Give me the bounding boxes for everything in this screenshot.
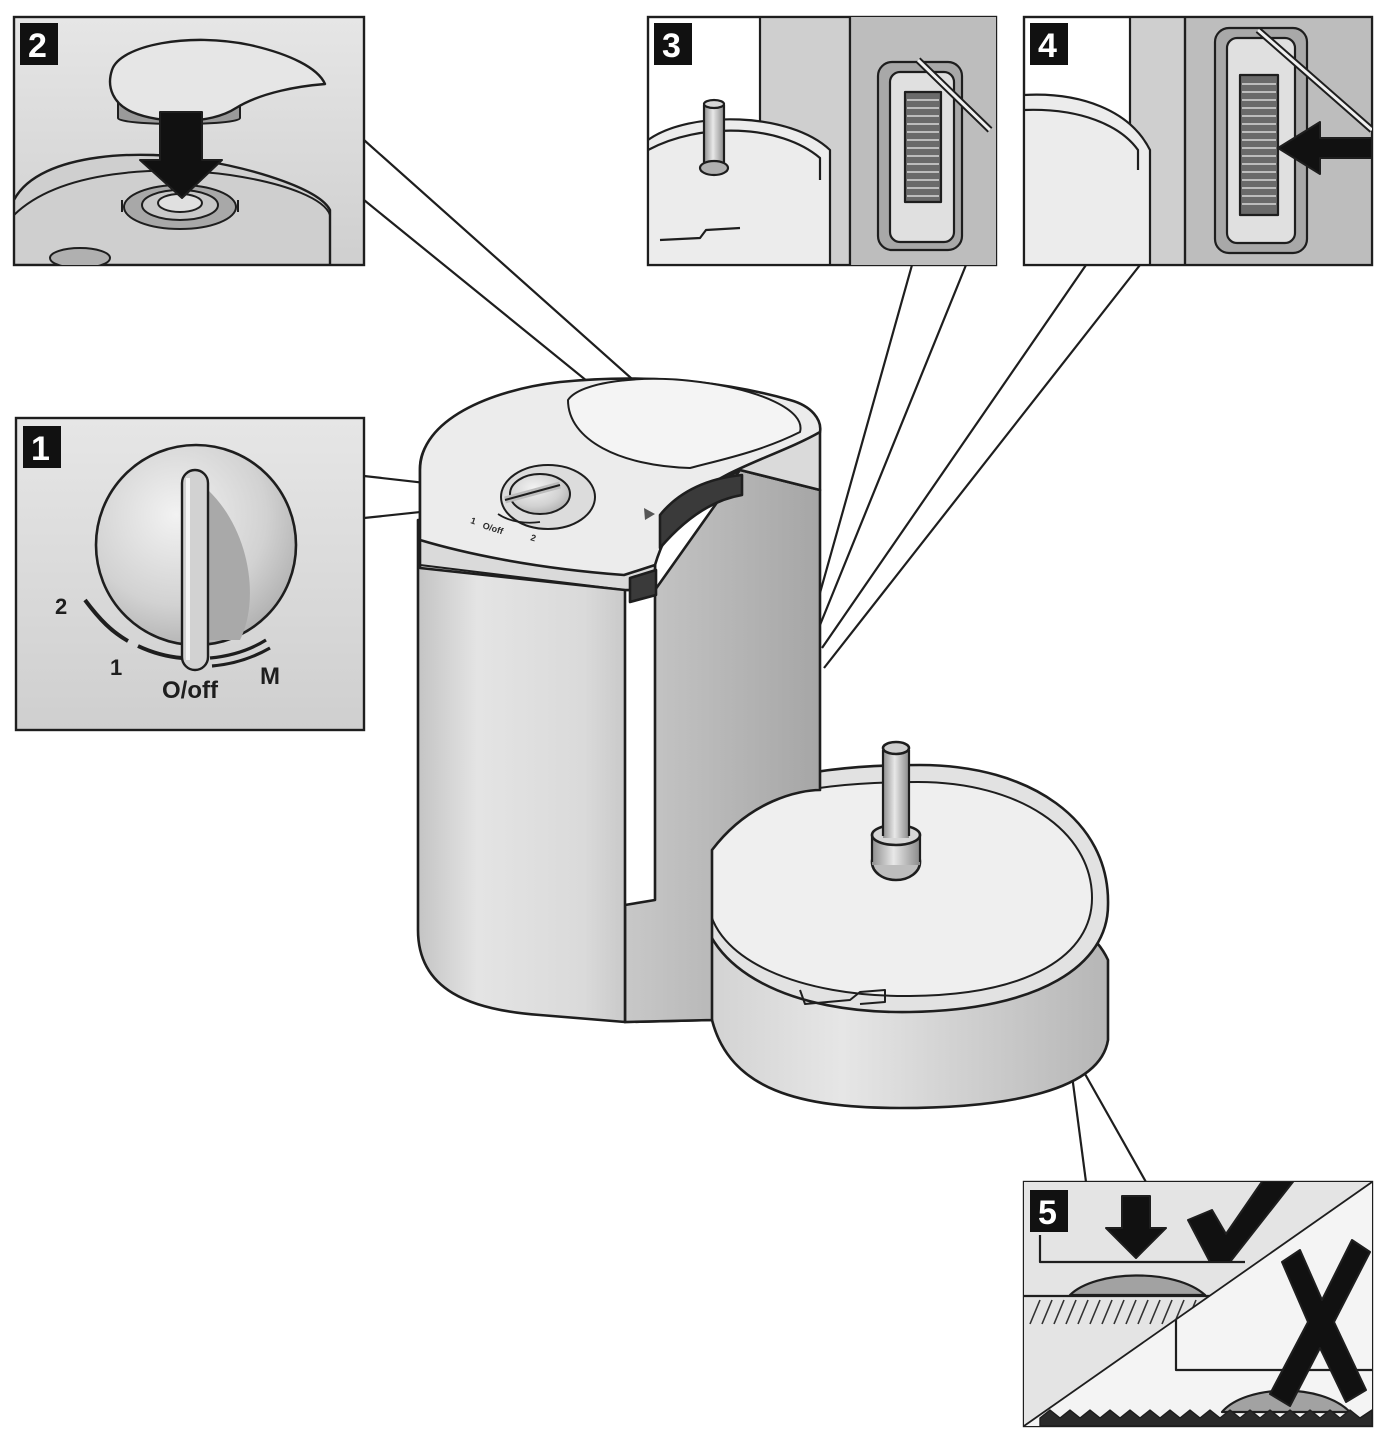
panel-2: 2	[12, 15, 366, 267]
dial-arc-m	[209, 638, 271, 668]
base-rim-ring	[707, 781, 1093, 998]
panel-1: 1 2 1 O/off M	[14, 416, 366, 732]
callout-lines	[363, 139, 1147, 1183]
panel-3: 3	[646, 15, 998, 267]
appliance-main: 1 O/off 2	[416, 377, 1110, 1110]
tower-front	[416, 518, 657, 1024]
lid-recess	[567, 377, 802, 469]
panel-3-number: 3	[662, 27, 681, 65]
tower-side	[623, 468, 822, 1024]
lid-slot-small	[628, 568, 658, 604]
panel-1-number: 1	[31, 430, 50, 468]
panel-5: 5	[1022, 1180, 1374, 1428]
check-mark	[1187, 1182, 1295, 1263]
dial-label-1: 1	[110, 655, 122, 680]
dial-label-2: 2	[55, 594, 67, 619]
panel-4: 4	[1022, 15, 1374, 267]
panel-5-number: 5	[1038, 1194, 1057, 1232]
body-dial-label-2: 2	[529, 532, 537, 543]
lid-slot	[658, 473, 744, 550]
dial-arc-1	[137, 644, 183, 660]
arrow-marker	[644, 508, 655, 520]
base-notch	[799, 989, 886, 1005]
push-arrow	[1277, 121, 1372, 175]
cross-mark	[1269, 1239, 1371, 1407]
down-arrow	[1105, 1195, 1167, 1259]
body-dial	[497, 464, 596, 530]
panel-4-number: 4	[1038, 27, 1057, 65]
body-dial-label-1: 1	[469, 515, 477, 526]
dial-label-m: M	[260, 663, 280, 690]
dial-arc-2	[83, 598, 129, 643]
dial-label-off: O/off	[162, 677, 219, 704]
panel-2-number: 2	[28, 27, 47, 65]
drive-shaft	[870, 740, 922, 882]
